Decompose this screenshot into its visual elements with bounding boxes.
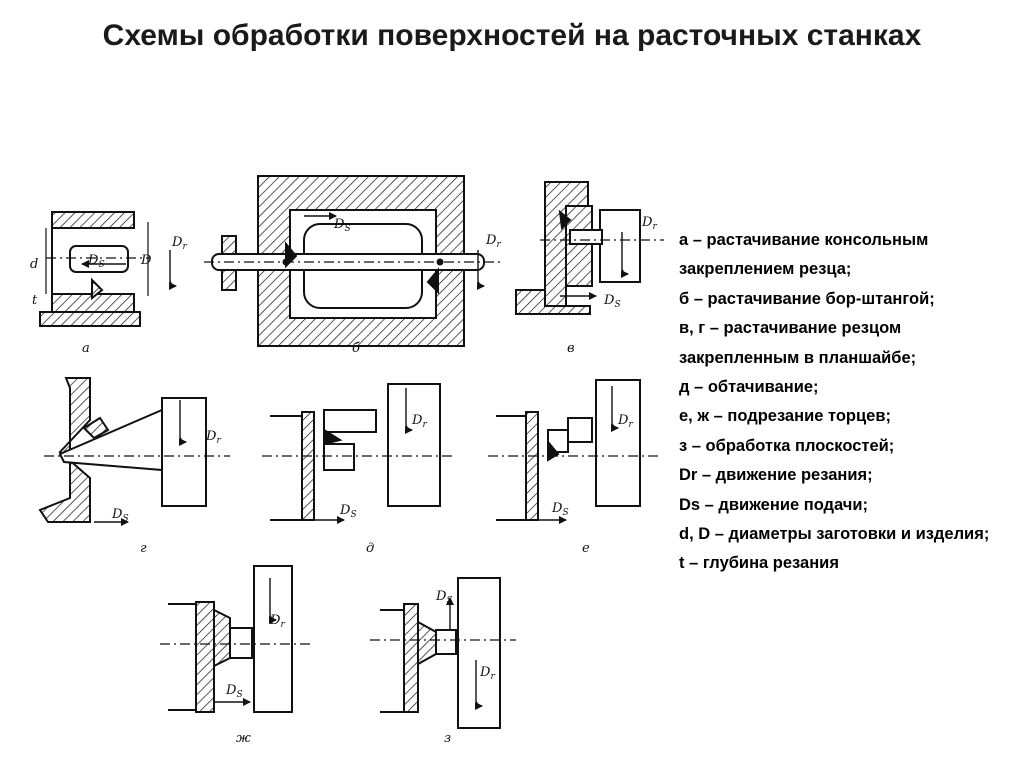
fig-zh-caption: ж (236, 731, 251, 746)
legend-item-e-zh: е, ж – подрезание торцев; (679, 407, 891, 426)
fig-e-ds-label: DS (551, 501, 569, 518)
legend-item-d: д – обтачивание; (679, 378, 819, 397)
legend-item-diameters: d, D – диаметры заготовки и изделия; (679, 525, 990, 544)
fig-v-dr-label: Dr (641, 215, 657, 232)
fig-zh-dr-label: Dr (269, 613, 285, 630)
fig-v-ds-label: DS (603, 293, 621, 310)
fig-v-caption: в (567, 341, 575, 356)
fig-a-ds-label: DS (87, 253, 105, 270)
fig-b-ds-label: DS (333, 217, 351, 234)
fig-a-caption: а (82, 341, 90, 356)
legend-item-a: а – растачивание консольным закреплением… (679, 231, 929, 279)
figure-a (39, 211, 177, 327)
legend-item-dr: Dr – движение резания; (679, 466, 873, 485)
fig-a-dr-label: Dr (171, 235, 187, 252)
figure-g (38, 377, 230, 526)
fig-d-caption: д (366, 541, 374, 556)
fig-e-caption: е (582, 541, 590, 556)
legend-item-z: з – обработка плоскостей; (679, 436, 895, 455)
figure-zh (160, 565, 314, 713)
fig-b-dr-label: Dr (485, 233, 501, 250)
legend-item-ds: Ds – движение подачи; (679, 495, 869, 514)
fig-b-caption: б (352, 341, 360, 356)
figure-v (515, 181, 664, 315)
legend-item-depth: t – глубина резания (679, 554, 839, 573)
figure-b (204, 175, 500, 347)
legend-item-b: б – растачивание бор-штангой; (679, 289, 935, 308)
fig-g-dr-label: Dr (205, 429, 221, 446)
fig-d-dr-label: Dr (411, 413, 427, 430)
fig-z-caption: з (444, 731, 451, 746)
legend-item-v-g: в, г – растачивание резцом закрепленным … (679, 319, 917, 367)
figure-z (370, 577, 516, 729)
machining-schemes-figure: d t D DS Dr а DS Dr б DS Dr в (30, 175, 664, 746)
figure-e (488, 379, 660, 524)
fig-a-t-label: t (32, 293, 38, 308)
fig-d-ds-label: DS (339, 503, 357, 520)
legend-list: а – растачивание консольным закреплением… (679, 226, 1019, 579)
figure-d (262, 383, 456, 524)
fig-z-dr-label: Dr (479, 665, 495, 682)
fig-zh-ds-label: DS (225, 683, 243, 700)
fig-g-caption: г (140, 541, 147, 556)
fig-e-dr-label: Dr (617, 413, 633, 430)
slide-title: Схемы обработки поверхностей на расточны… (102, 19, 922, 52)
fig-a-d-label: d (30, 257, 38, 272)
fig-z-ds-label: DS (435, 589, 453, 606)
fig-a-D-label: D (140, 253, 152, 268)
fig-g-ds-label: DS (111, 507, 129, 524)
